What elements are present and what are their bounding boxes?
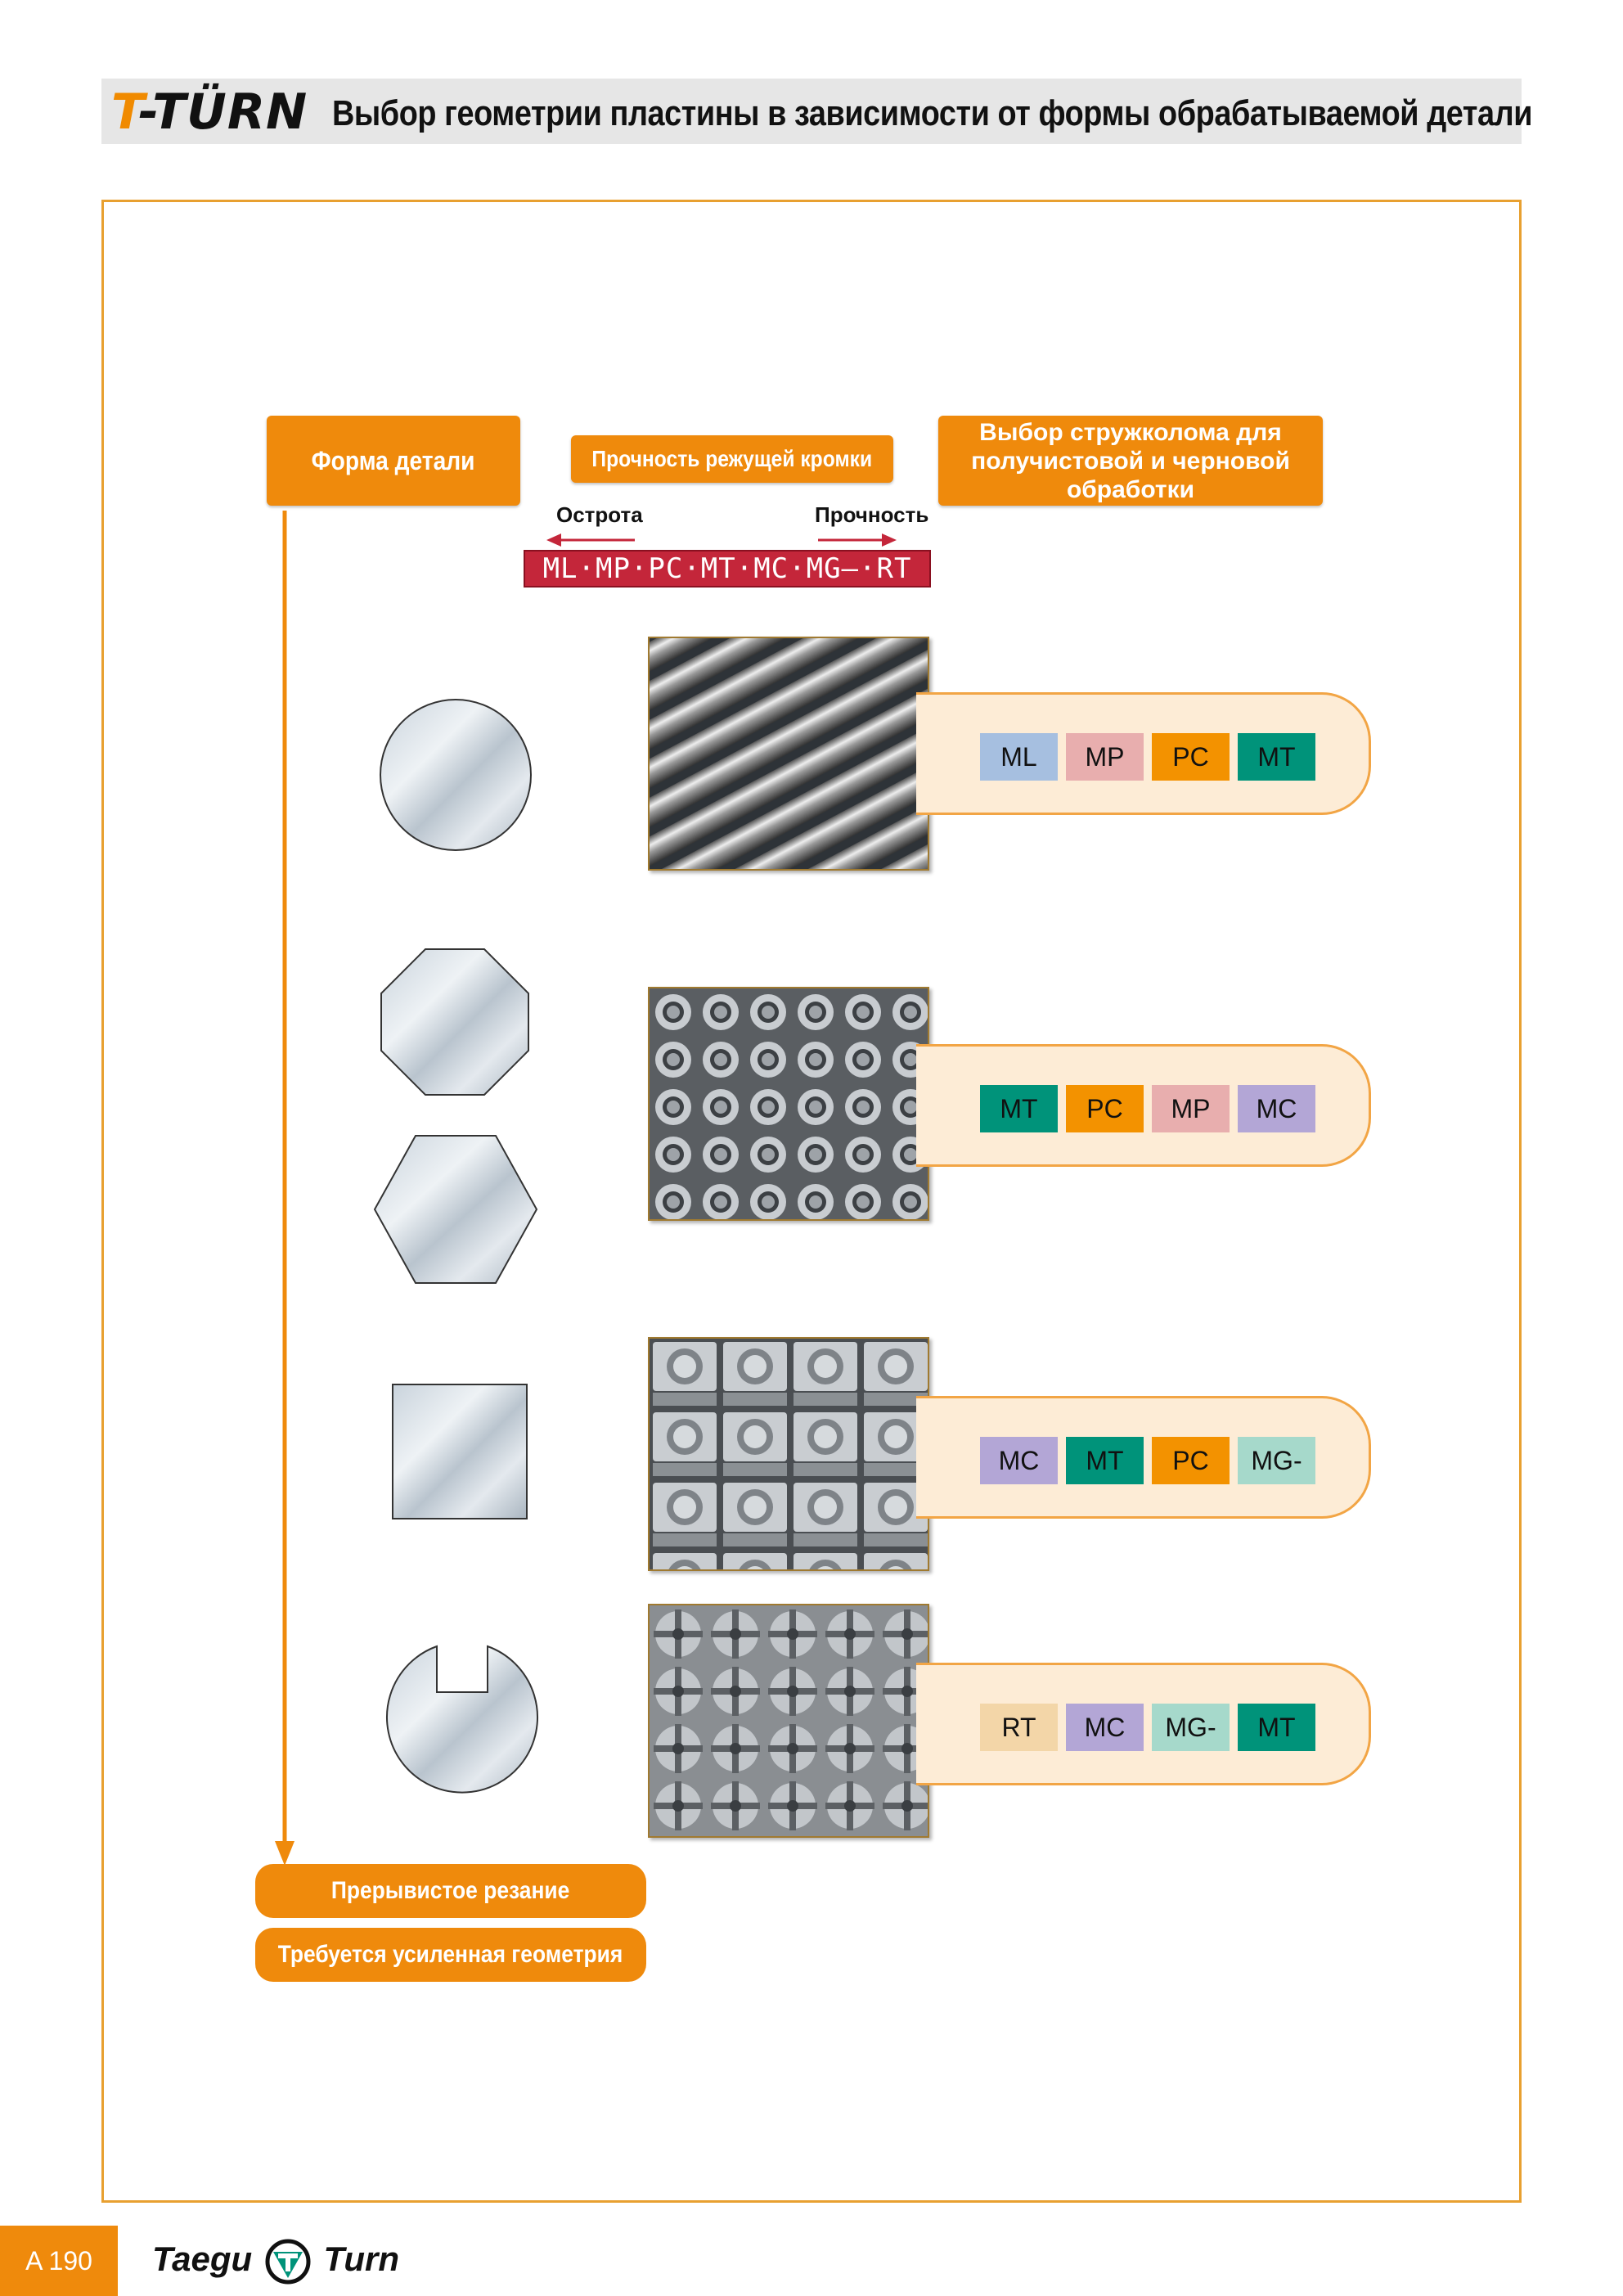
chip-badge: MT	[1238, 733, 1315, 781]
chip-badge: ML	[980, 733, 1058, 781]
chip-badge: MG-	[1152, 1704, 1230, 1751]
page-number-tab: A 190	[0, 2226, 118, 2296]
hexagon-bar-shape	[373, 1135, 538, 1284]
chip-badge: MP	[1066, 733, 1144, 781]
chip-badge: PC	[1066, 1085, 1144, 1132]
taegu-tec-logo-icon	[265, 2239, 311, 2285]
reinforced-geometry-text: Требуется усиленная геометрия	[278, 1941, 623, 1968]
column-header-chipbreaker: Выбор стружколома для получистовой и чер…	[938, 416, 1323, 506]
chip-badge: RT	[980, 1704, 1058, 1751]
page-title: Выбор геометрии пластины в зависимости о…	[332, 93, 1533, 133]
chip-badge: MC	[1238, 1085, 1315, 1132]
brand-left: Taegu	[152, 2240, 253, 2278]
chip-badge: PC	[1152, 1437, 1230, 1484]
t-turn-logo: T-TÜRN	[111, 83, 308, 141]
chip-row-round: ML MP PC MT	[980, 733, 1315, 781]
interrupted-cutting-text: Прерывистое резание	[331, 1877, 570, 1904]
interrupted-cutting-label: Прерывистое резание	[255, 1864, 646, 1918]
geometry-scale: ML·MP·PC·MT·MC·MG–·RT	[524, 550, 931, 588]
photo-slotted-parts-image	[650, 1605, 928, 1836]
square-bar-shape	[392, 1384, 528, 1519]
column-header-edge-strength: Прочность режущей кромки	[571, 435, 893, 483]
chip-badge: MT	[1238, 1704, 1315, 1751]
photo-polygon-parts-image	[650, 988, 928, 1219]
header-bar	[101, 79, 1522, 144]
taegu-turn-brand: Taegu Turn	[152, 2231, 399, 2288]
photo-round-parts-image	[650, 638, 928, 869]
strength-label: Прочность	[815, 502, 929, 527]
photo-polygon-parts	[648, 987, 929, 1221]
round-bar-shape	[380, 699, 532, 851]
photo-square-parts	[648, 1337, 929, 1571]
chip-badge: MT	[1066, 1437, 1144, 1484]
chip-badge: PC	[1152, 733, 1230, 781]
photo-square-parts-image	[650, 1339, 928, 1569]
chip-badge: MC	[980, 1437, 1058, 1484]
content-frame	[101, 200, 1522, 2203]
octagon-bar-shape	[380, 948, 529, 1096]
page-number: A 190	[25, 2245, 92, 2276]
column-header-chipbreaker-label: Выбор стружколома для получистовой и чер…	[971, 418, 1290, 503]
arrow-right-icon	[818, 533, 897, 547]
flow-arrow-icon	[275, 511, 294, 1866]
scale-arrows	[546, 533, 897, 547]
chip-badge: MG-	[1238, 1437, 1315, 1484]
chip-badge: MC	[1066, 1704, 1144, 1751]
brand-right: Turn	[323, 2240, 400, 2278]
chip-badge: MP	[1152, 1085, 1230, 1132]
reinforced-geometry-label: Требуется усиленная геометрия	[255, 1928, 646, 1982]
column-header-shape-label: Форма детали	[312, 445, 475, 475]
photo-slotted-parts	[648, 1604, 929, 1838]
sharpness-label: Острота	[556, 502, 643, 527]
column-header-shape: Форма детали	[267, 416, 520, 506]
column-header-edge-label: Прочность режущей кромки	[591, 446, 873, 471]
arrow-left-icon	[546, 533, 635, 547]
photo-round-parts	[648, 637, 929, 871]
chip-row-polygon: MT PC MP MC	[980, 1085, 1315, 1132]
chip-row-slotted: RT MC MG- MT	[980, 1704, 1315, 1751]
slotted-round-bar-shape	[386, 1645, 538, 1794]
chip-badge: MT	[980, 1085, 1058, 1132]
chip-row-square: MC MT PC MG-	[980, 1437, 1315, 1484]
